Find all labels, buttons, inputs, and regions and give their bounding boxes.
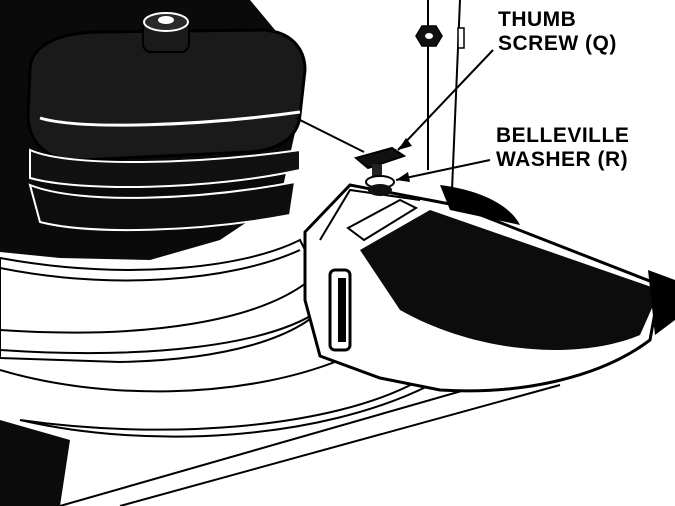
alignment-line	[295, 117, 365, 153]
motor-housing-lower	[28, 180, 297, 232]
blade-guard-front-edge	[319, 188, 421, 241]
table-rim-1	[0, 249, 301, 282]
table-rim-2	[0, 279, 311, 334]
table-rim-3	[0, 309, 321, 355]
table-dark-ledge	[0, 420, 70, 506]
thumb-screw-label-line2: SCREW (Q)	[498, 32, 617, 55]
thumb-screw-label-line1: THUMB	[498, 8, 577, 31]
motor-housing	[26, 28, 307, 162]
blade-guard-top-dark	[360, 210, 660, 350]
washer-arrowhead	[396, 172, 410, 182]
cap-knob-icon	[142, 12, 190, 53]
thumb-screw-label: THUMB SCREW (Q)	[498, 8, 617, 56]
belleville-washer-label-line2: WASHER (R)	[496, 148, 629, 171]
table-slot	[59, 379, 501, 506]
motor-housing-highlight	[39, 110, 301, 127]
blade-edge-right	[648, 270, 675, 335]
nut-icon	[415, 25, 443, 47]
table-slot-2	[119, 384, 561, 506]
belleville-washer-label: BELLEVILLE WASHER (R)	[496, 124, 629, 172]
guard-ridge	[346, 198, 419, 242]
thumb-screw-leader	[397, 49, 494, 151]
belleville-washer-icon	[365, 175, 395, 196]
guard-slot-inner	[338, 278, 346, 342]
belleville-washer-label-line1: BELLEVILLE	[496, 124, 630, 147]
thumb-screw-arrowhead	[398, 138, 412, 150]
guide-post-tip	[457, 27, 465, 49]
blade-edge	[440, 185, 520, 225]
motor-housing-band	[29, 148, 301, 189]
washer-leader	[395, 159, 491, 181]
table-lower-ring	[19, 384, 431, 438]
thumb-screw-icon	[353, 146, 407, 178]
